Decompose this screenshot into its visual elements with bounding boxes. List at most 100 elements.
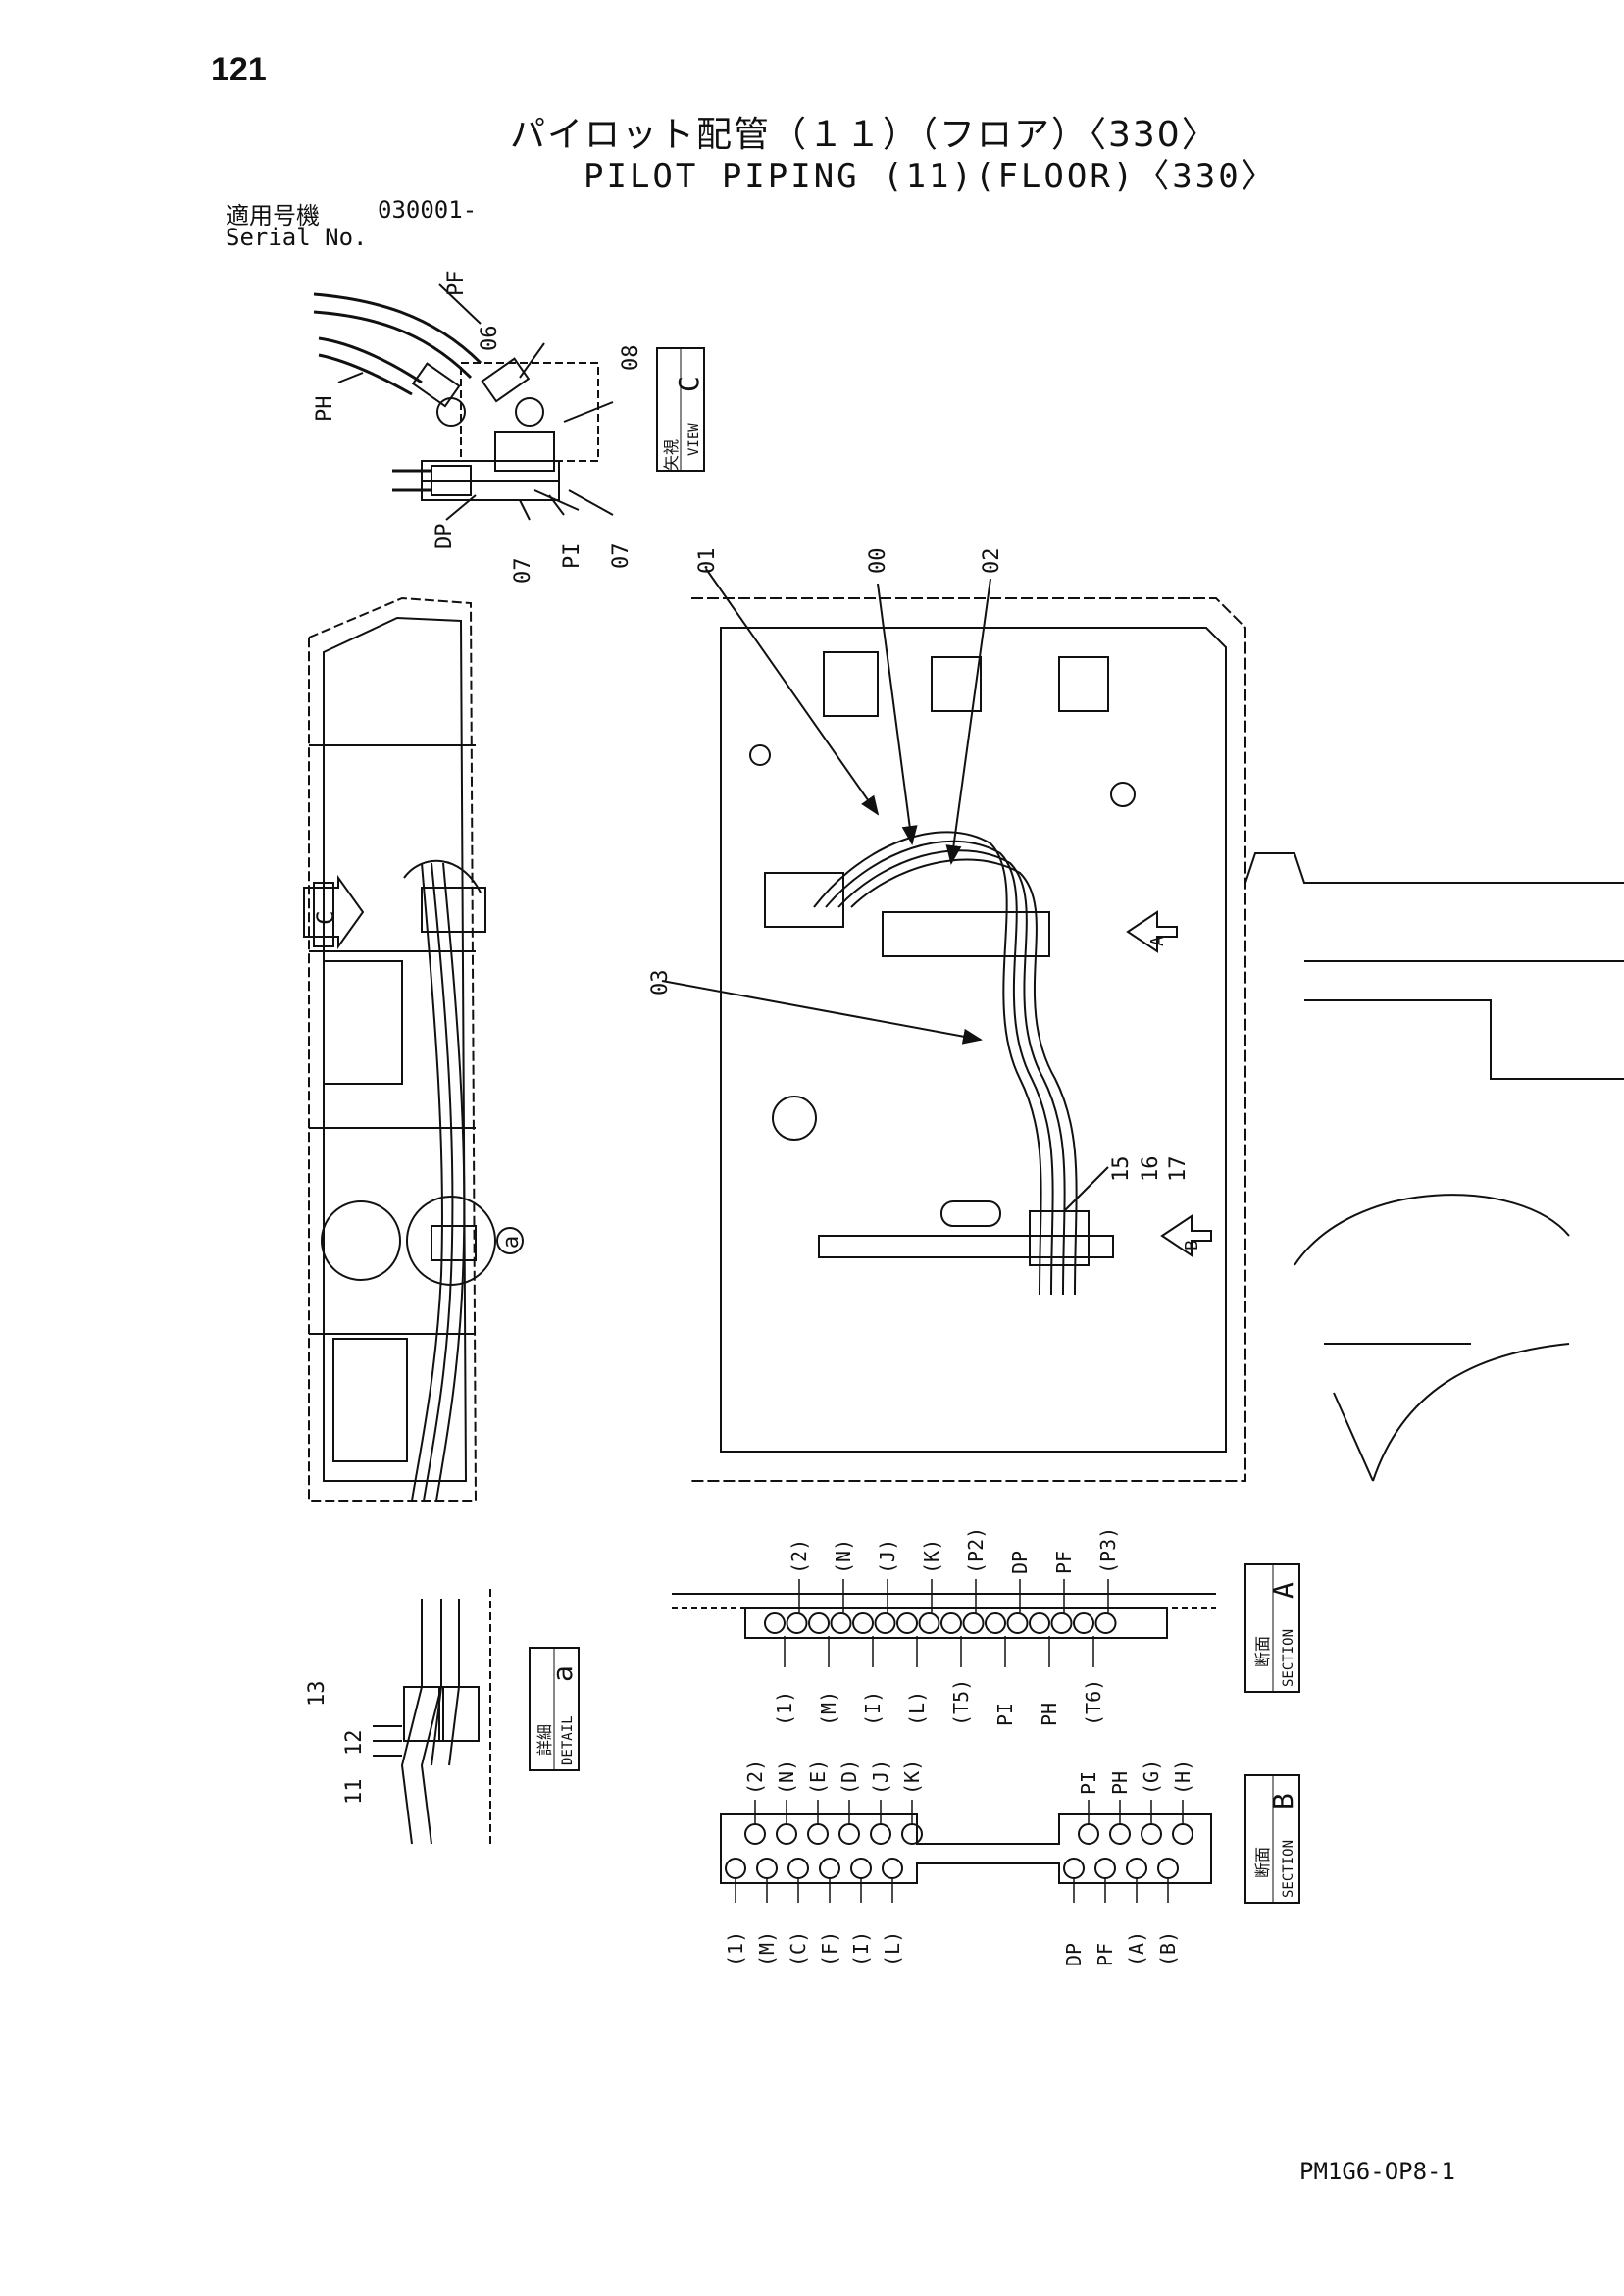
section-b-port xyxy=(1078,1823,1099,1845)
label-17: 17 xyxy=(1166,1156,1191,1183)
section-a-port xyxy=(1050,1612,1073,1634)
section-a-box-letter: A xyxy=(1267,1582,1299,1599)
label-16: 16 xyxy=(1139,1156,1163,1183)
section-a-bottom-label: (L) xyxy=(905,1691,929,1726)
section-a-bottom-label: (I) xyxy=(861,1691,885,1726)
section-b-port xyxy=(1126,1858,1147,1879)
label-11: 11 xyxy=(342,1779,367,1806)
section-b-box-letter: B xyxy=(1267,1793,1299,1810)
section-a-bottom-label: (M) xyxy=(817,1691,840,1726)
section-a-port xyxy=(830,1612,852,1634)
detail-a xyxy=(373,1589,491,1845)
section-b-box-jp: 断面 xyxy=(1253,1847,1272,1878)
section-b-top-label: PH xyxy=(1108,1771,1132,1795)
serial-label-japanese: 適用号機 xyxy=(226,202,320,230)
section-a-top-label: DP xyxy=(1008,1551,1032,1574)
main-plan-view xyxy=(661,568,1624,1482)
section-a-port xyxy=(940,1612,962,1634)
section-a-box-en: SECTION xyxy=(1281,1629,1296,1687)
label-07-right: 07 xyxy=(609,543,634,570)
view-c-detail xyxy=(313,283,614,521)
section-a-top-label: (2) xyxy=(787,1539,811,1574)
detail-a-box-letter: a xyxy=(546,1665,579,1682)
section-b-bottom-label: (B) xyxy=(1156,1931,1180,1966)
section-b-title-box: 断面 SECTION B xyxy=(1244,1774,1300,1904)
section-b-port xyxy=(756,1858,778,1879)
section-b-port xyxy=(882,1858,903,1879)
serial-label-english: Serial No. xyxy=(226,224,368,251)
section-a-bottom-label: PI xyxy=(993,1703,1017,1726)
detail-a-box-jp: 詳細 xyxy=(535,1724,554,1756)
section-b-port xyxy=(725,1858,746,1879)
label-12: 12 xyxy=(342,1730,367,1757)
label-pi: PI xyxy=(560,543,584,570)
section-a-title-box: 断面 SECTION A xyxy=(1244,1563,1300,1693)
label-13: 13 xyxy=(305,1681,330,1708)
section-b-bottom-label: (M) xyxy=(755,1931,779,1966)
view-c-box-jp: 矢視 xyxy=(662,439,681,471)
arrow-b-label: B xyxy=(1182,1240,1202,1250)
section-b-port xyxy=(1172,1823,1193,1845)
section-b-top-label: (2) xyxy=(743,1760,767,1795)
section-a-port xyxy=(786,1612,808,1634)
section-b-port xyxy=(901,1823,923,1845)
label-ph: PH xyxy=(313,396,337,423)
section-a-bottom-label: PH xyxy=(1038,1703,1061,1726)
label-00: 00 xyxy=(866,548,890,575)
page-title-japanese: パイロット配管（１１）（フロア）〈330〉 xyxy=(510,115,1219,155)
section-a-top-label: (P2) xyxy=(964,1527,988,1574)
section-b-bottom-label: DP xyxy=(1062,1943,1086,1966)
side-view-arrow-c: C a xyxy=(303,874,524,1249)
label-dp: DP xyxy=(432,524,457,550)
section-a-port xyxy=(1073,1612,1094,1634)
section-b-port xyxy=(787,1858,809,1879)
section-a-top-label: (P3) xyxy=(1096,1527,1120,1574)
arrow-c-label: C xyxy=(312,911,339,925)
arrow-a-label: A xyxy=(1147,936,1168,946)
section-b-top-label: (J) xyxy=(869,1760,892,1795)
section-b-box-en: SECTION xyxy=(1281,1840,1296,1898)
section-a-box-jp: 断面 xyxy=(1253,1636,1272,1667)
section-b-bottom-label: (L) xyxy=(881,1931,904,1966)
detail-ref-label: a xyxy=(499,1236,524,1249)
section-a-port xyxy=(1006,1612,1029,1634)
section-a-port xyxy=(764,1612,786,1634)
section-a-bottom-label: (1) xyxy=(773,1691,796,1726)
section-b-port xyxy=(776,1823,797,1845)
section-b-bottom-label: (F) xyxy=(818,1931,841,1966)
section-a-bottom-label: (T5) xyxy=(949,1679,973,1726)
view-c-box-letter: C xyxy=(673,376,705,392)
label-07-left: 07 xyxy=(511,558,535,585)
section-a-port xyxy=(985,1612,1006,1634)
section-a-ports xyxy=(764,1579,1117,1667)
section-b xyxy=(720,1800,1212,1903)
section-a-top-label: PF xyxy=(1052,1551,1076,1574)
section-a-port xyxy=(896,1612,918,1634)
section-a-port xyxy=(1094,1612,1117,1634)
page-title-english: PILOT PIPING (11)(FLOOR)〈330〉 xyxy=(584,157,1278,196)
section-b-port xyxy=(1141,1823,1162,1845)
section-b-port xyxy=(870,1823,891,1845)
section-b-top-label: (D) xyxy=(837,1760,861,1795)
section-b-top-label: PI xyxy=(1077,1771,1100,1795)
section-b-top-label: (N) xyxy=(775,1760,798,1795)
serial-number-value: 030001- xyxy=(378,196,478,224)
section-b-port xyxy=(807,1823,829,1845)
view-c-box-en: VIEW xyxy=(686,423,702,456)
section-b-port xyxy=(838,1823,860,1845)
section-b-port xyxy=(1063,1858,1085,1879)
section-a-port xyxy=(1029,1612,1050,1634)
section-b-port xyxy=(850,1858,872,1879)
section-a xyxy=(672,1579,1216,1667)
section-a-top-label: (K) xyxy=(920,1539,943,1574)
section-a-port xyxy=(962,1612,985,1634)
section-a-top-label: (J) xyxy=(876,1539,899,1574)
detail-a-title-box: 詳細 DETAIL a xyxy=(529,1647,580,1771)
section-b-bottom-label: (1) xyxy=(724,1931,747,1966)
section-b-top-label: (K) xyxy=(900,1760,924,1795)
section-b-top-label: (G) xyxy=(1140,1760,1163,1795)
document-code: PM1G6-OP8-1 xyxy=(1299,2158,1455,2185)
